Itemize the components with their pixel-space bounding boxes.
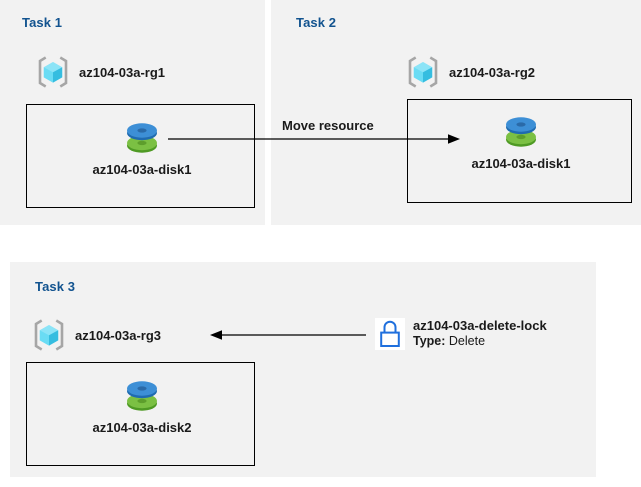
task-3-title: Task 3 xyxy=(35,279,76,294)
task-2-resource-group-label: az104-03a-rg2 xyxy=(449,64,535,80)
task-3-panel xyxy=(10,262,596,477)
resource-group-icon xyxy=(408,56,438,88)
managed-disk-icon xyxy=(506,117,536,147)
task-2-resource-group: az104-03a-rg2 xyxy=(406,55,535,89)
task-2-disk: az104-03a-disk1 xyxy=(441,108,601,171)
resource-group-icon xyxy=(38,56,68,88)
managed-disk-icon xyxy=(127,381,157,411)
task-1-panel xyxy=(0,0,265,225)
lock-icon xyxy=(375,318,405,350)
delete-lock-arrow xyxy=(210,330,366,340)
task-2-panel xyxy=(271,0,641,225)
task-2-title: Task 2 xyxy=(296,15,337,30)
task-1-disk-label: az104-03a-disk1 xyxy=(92,162,192,177)
delete-lock-name: az104-03a-delete-lock xyxy=(413,318,547,333)
task-3-disk: az104-03a-disk2 xyxy=(62,372,222,435)
task-3-resource-group-label: az104-03a-rg3 xyxy=(75,327,161,343)
task-1-disk: az104-03a-disk1 xyxy=(62,114,222,177)
task-3-resource-box xyxy=(26,362,255,466)
task-1-resource-group-label: az104-03a-rg1 xyxy=(79,64,165,80)
task-3-disk-label: az104-03a-disk2 xyxy=(92,420,192,435)
delete-lock-type-label: Type: xyxy=(413,334,446,349)
task-1-title: Task 1 xyxy=(22,15,63,30)
delete-lock-node: az104-03a-delete-lock Type: Delete xyxy=(375,318,547,350)
delete-lock-type-value: Delete xyxy=(448,334,486,349)
managed-disk-icon xyxy=(127,123,157,153)
task-2-disk-label: az104-03a-disk1 xyxy=(471,156,571,171)
task-1-resource-group: az104-03a-rg1 xyxy=(36,55,165,89)
task-2-resource-box xyxy=(407,99,632,203)
delete-lock-text: az104-03a-delete-lock Type: Delete xyxy=(413,318,547,349)
delete-lock-type: Type: Delete xyxy=(413,334,547,349)
move-resource-label: Move resource xyxy=(282,118,374,133)
task-1-resource-box xyxy=(26,104,255,208)
task-3-resource-group: az104-03a-rg3 xyxy=(32,318,161,352)
resource-group-icon xyxy=(34,319,64,351)
move-resource-arrow xyxy=(168,134,460,144)
